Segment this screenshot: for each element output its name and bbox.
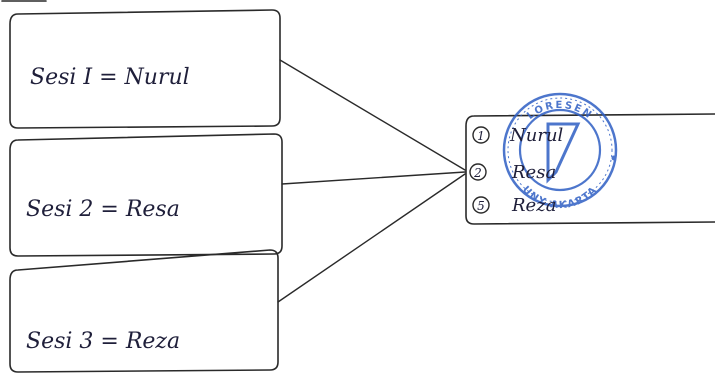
stamp-inner-ring [518, 108, 602, 192]
stamp-logo-icon [546, 122, 581, 184]
result-list: 1 Nurul 2 Resa 5 Reza [469, 125, 564, 216]
result-item-2: 2 Resa [469, 162, 556, 183]
stamp-top-text: LORESEN [525, 100, 593, 122]
connector-line-1 [279, 59, 466, 171]
session-label-3: Sesi 3 = Reza [26, 329, 180, 354]
result-number-2: 2 [473, 166, 482, 180]
stamp-dot-icon [611, 155, 617, 161]
result-box [465, 113, 715, 225]
session-label-1: Sesi I = Nurul [30, 65, 190, 90]
svg-text:LORESEN: LORESEN [525, 100, 595, 122]
result-item-3: 5 Reza [472, 195, 556, 216]
session-label-2: Sesi 2 = Resa [26, 197, 180, 222]
stamp-dotted-ring [507, 97, 613, 203]
result-name-3: Reza [511, 195, 556, 216]
session-box-1 [9, 9, 281, 129]
session-box-3 [9, 249, 279, 373]
result-name-1: Nurul [509, 125, 564, 146]
number-circle-3 [472, 196, 490, 214]
result-item-1: 1 Nurul [472, 125, 564, 146]
session-box-2 [9, 133, 283, 257]
result-number-1: 1 [477, 129, 485, 143]
number-circle-1 [472, 126, 490, 144]
connector-line-3 [277, 173, 466, 303]
number-circle-2 [469, 163, 487, 181]
stamp-outer-ring [502, 92, 618, 208]
result-number-3: 5 [477, 199, 485, 213]
result-name-2: Resa [511, 162, 556, 183]
university-stamp: LORESEN UNY AKARTA [502, 92, 618, 211]
connector-line-2 [281, 171, 466, 185]
